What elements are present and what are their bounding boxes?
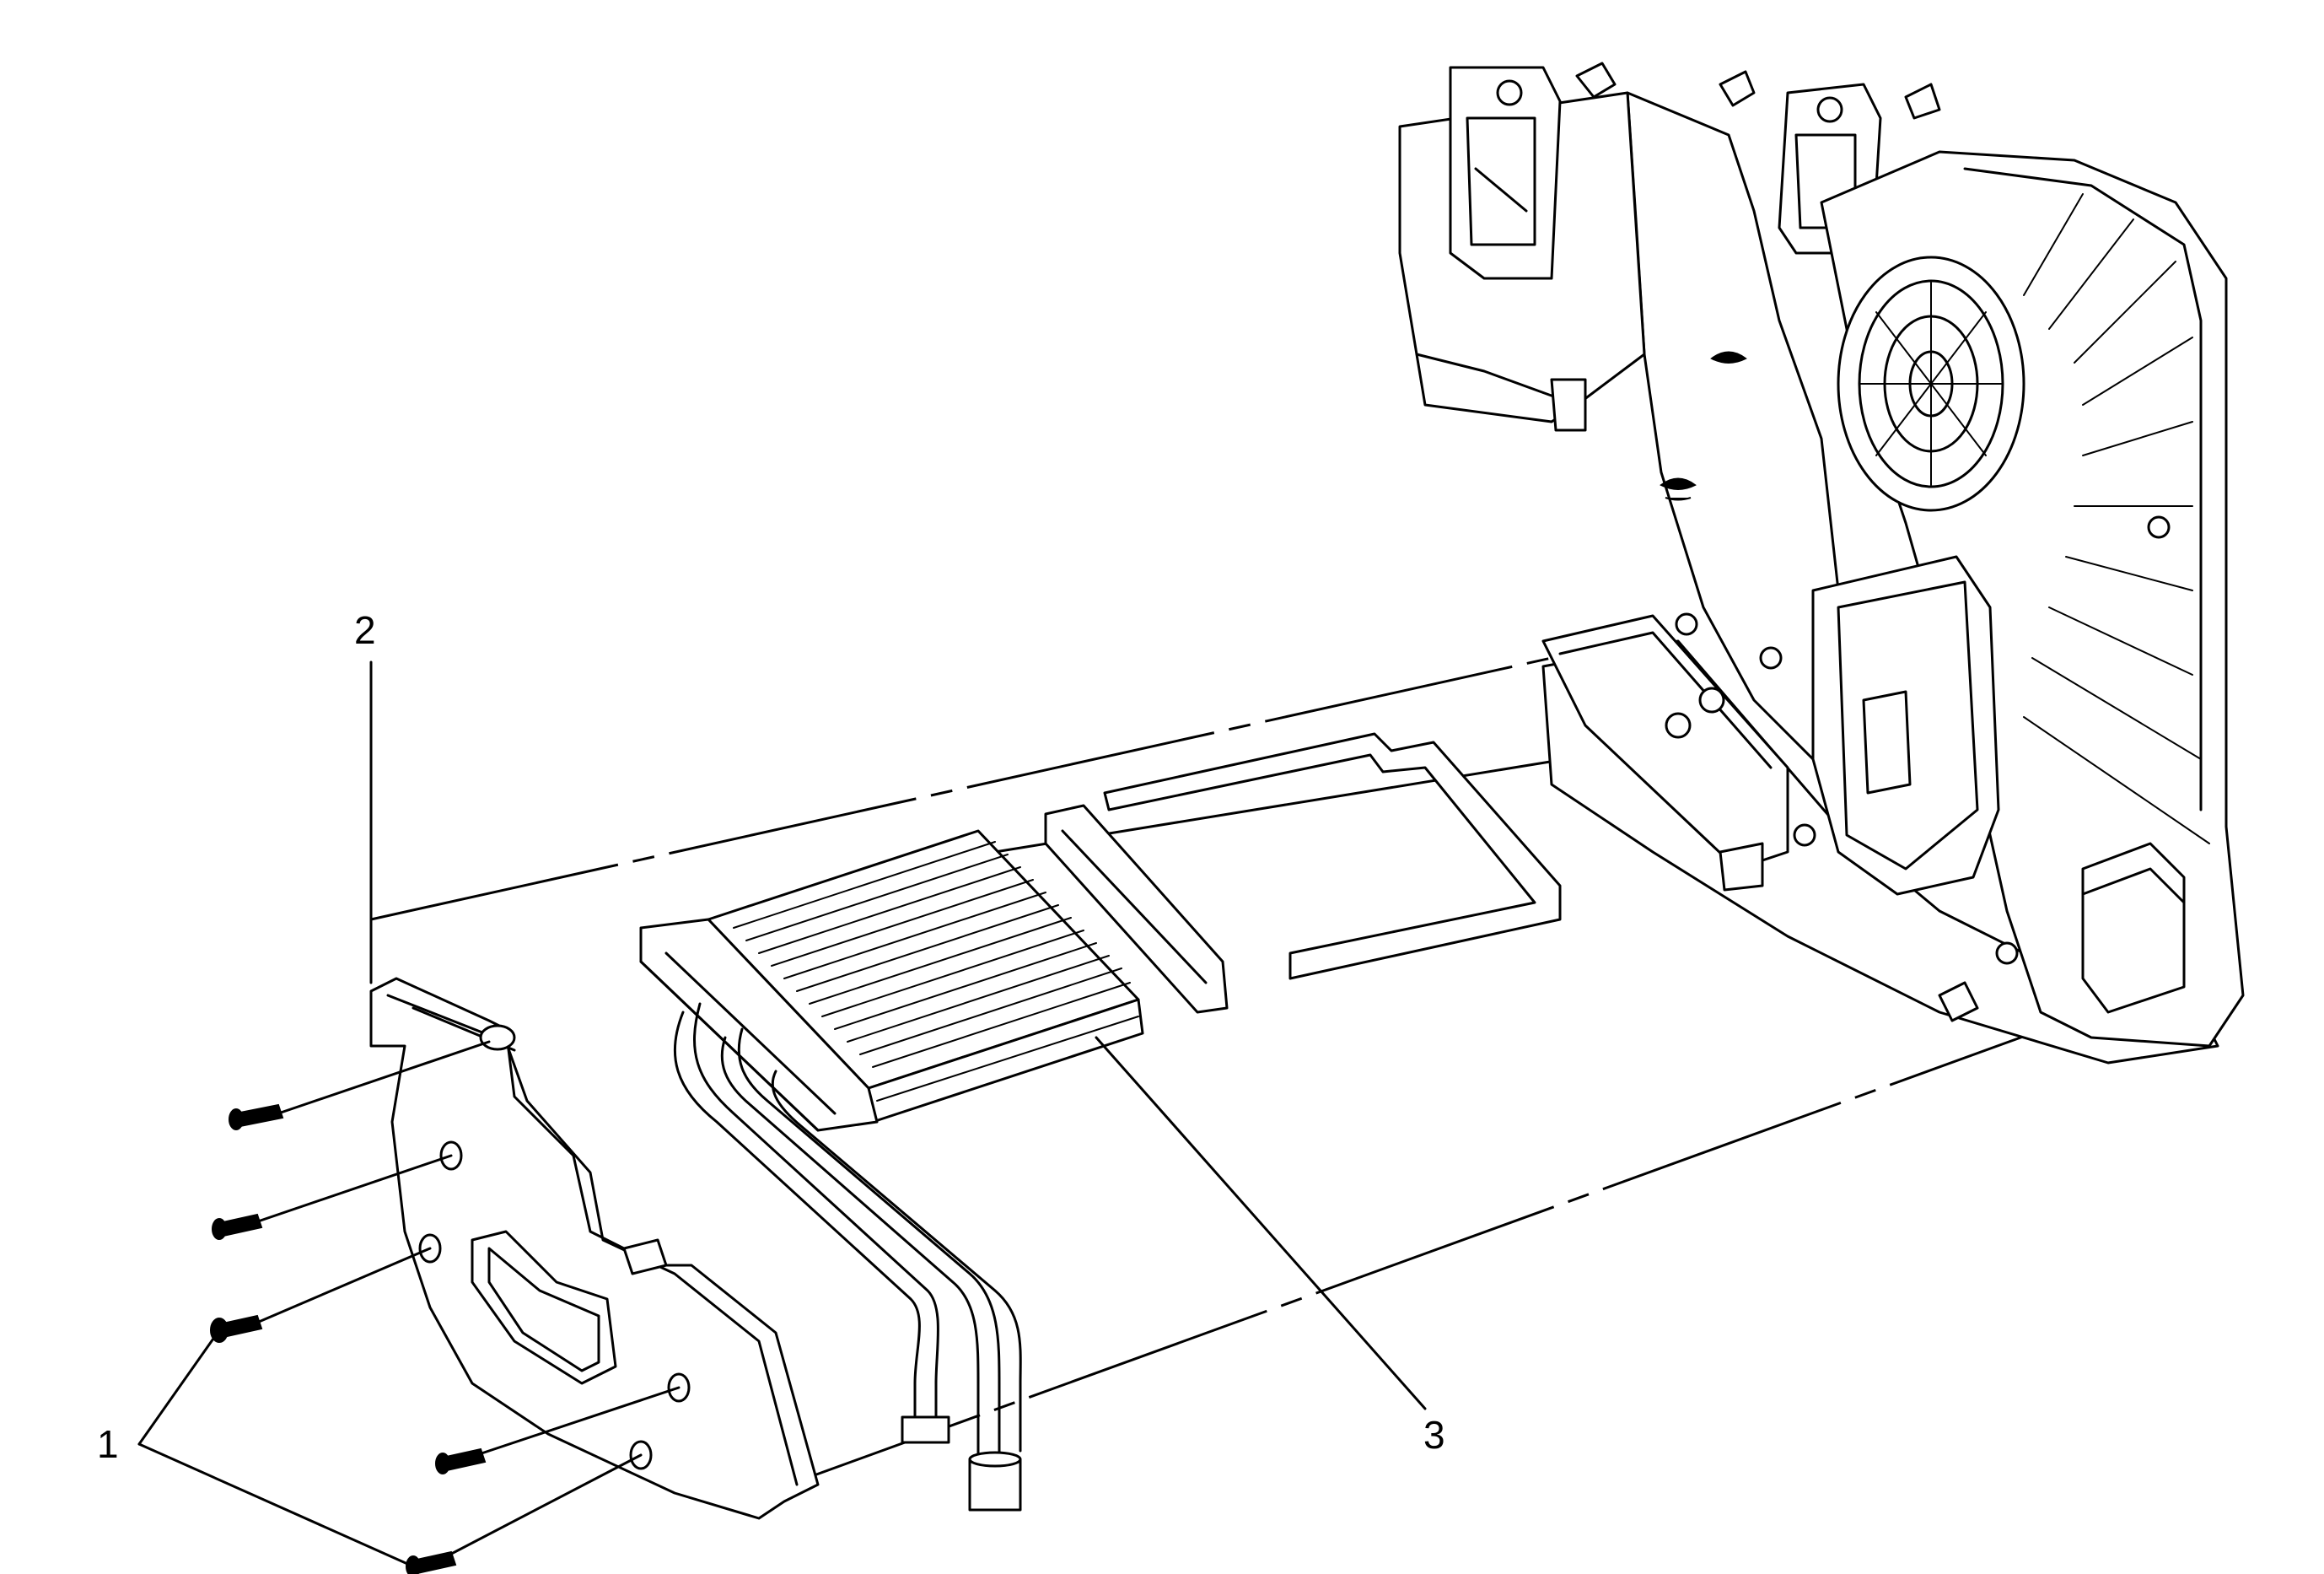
screw (229, 1103, 284, 1130)
hvac-module-housing (1398, 62, 2245, 1065)
screw (212, 1213, 263, 1240)
blower-fan-wheel (1837, 256, 2025, 512)
callout-label-2: 2 (354, 608, 376, 652)
screw (435, 1447, 487, 1474)
screw (406, 1550, 457, 1574)
callout-label-3: 3 (1423, 1413, 1445, 1457)
callout-label-1: 1 (97, 1422, 119, 1466)
heater-core-seal (1044, 732, 1562, 1014)
screws (210, 1040, 681, 1574)
heater-core (639, 829, 1144, 1512)
screw (210, 1314, 263, 1343)
heater-core-cover (369, 977, 820, 1520)
leader-lines (137, 660, 1427, 1568)
